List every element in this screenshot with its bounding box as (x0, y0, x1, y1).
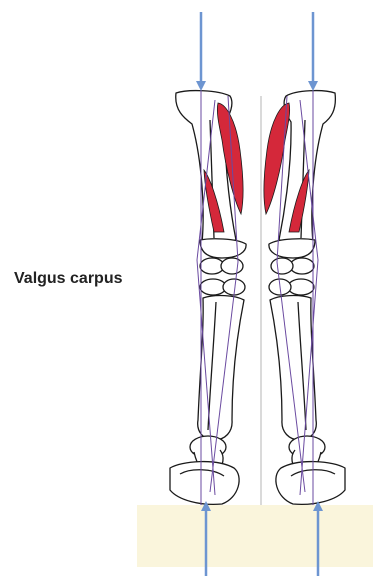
diagram-title: Valgus carpus (14, 270, 123, 288)
downward-load-arrows (201, 12, 313, 86)
ground-plate (137, 505, 373, 567)
